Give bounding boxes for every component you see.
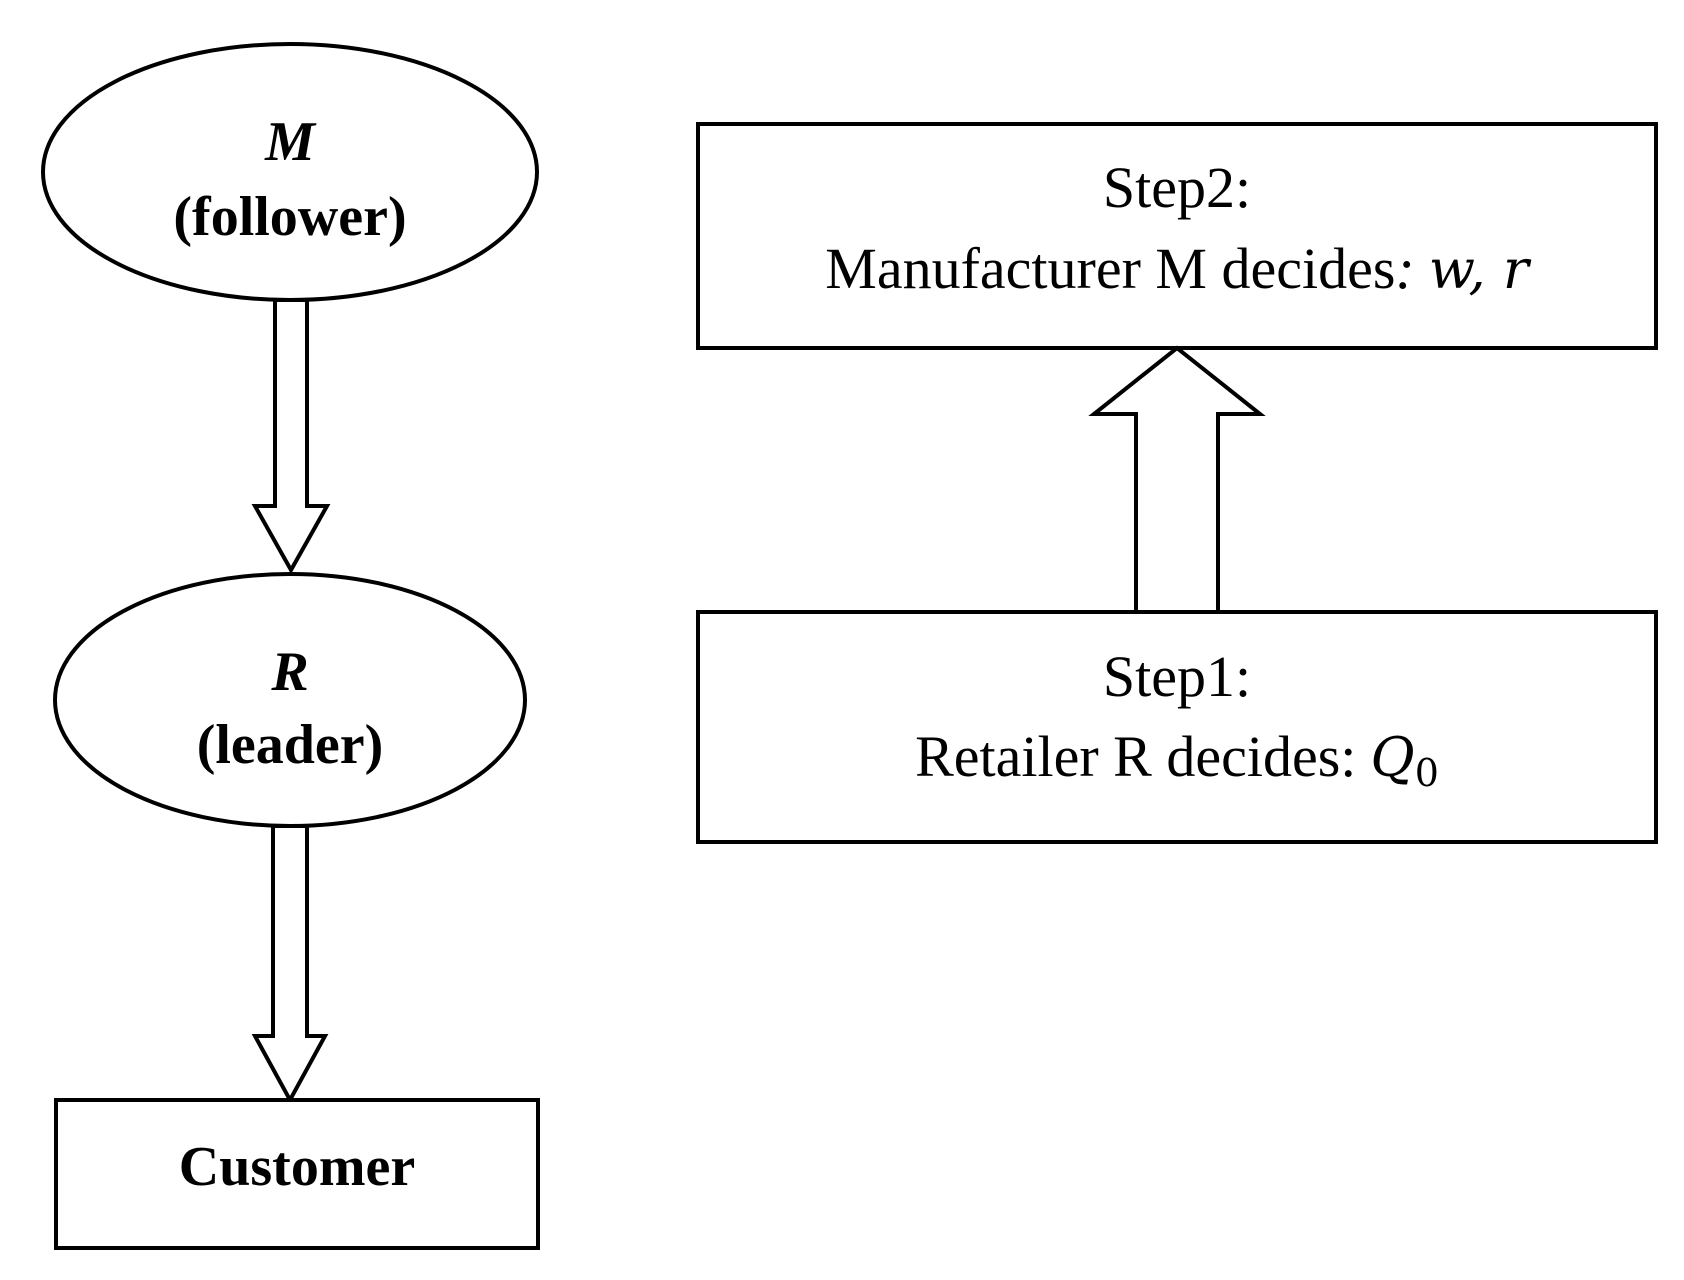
manufacturer-symbol: M bbox=[264, 111, 317, 173]
step2-box: Step2: Manufacturer M decides:w, r bbox=[696, 122, 1658, 350]
step1-heading: Step1: bbox=[1103, 644, 1251, 709]
step2-rect bbox=[696, 122, 1658, 350]
customer-box: Customer bbox=[54, 1098, 540, 1250]
step1-var-subscript: 0 bbox=[1415, 751, 1439, 795]
manufacturer-role: (follower) bbox=[173, 186, 406, 248]
step1-rect bbox=[696, 610, 1658, 844]
step2-text: Manufacturer M decides bbox=[825, 236, 1395, 301]
step2-vars: w, r bbox=[1429, 238, 1532, 301]
manufacturer-node: M (follower) bbox=[41, 42, 539, 302]
arrow-step1-to-step2 bbox=[1088, 345, 1266, 614]
customer-rect bbox=[54, 1098, 540, 1250]
step1-box: Step1: Retailer R decides:Q0 bbox=[696, 610, 1658, 844]
step2-description: Manufacturer M decides:w, r bbox=[825, 236, 1532, 301]
step2-heading: Step2: bbox=[1103, 155, 1251, 220]
step2-colon: : bbox=[1395, 236, 1414, 301]
retailer-role: (leader) bbox=[197, 714, 384, 776]
step1-text: Retailer R decides: bbox=[915, 724, 1356, 789]
arrow-m-to-r bbox=[251, 298, 331, 575]
arrow-r-to-customer bbox=[251, 824, 329, 1105]
customer-label: Customer bbox=[179, 1136, 415, 1198]
step1-var: Q bbox=[1370, 726, 1414, 789]
retailer-node: R (leader) bbox=[53, 572, 527, 828]
retailer-symbol: R bbox=[270, 641, 308, 703]
step1-description: Retailer R decides:Q0 bbox=[915, 724, 1439, 795]
